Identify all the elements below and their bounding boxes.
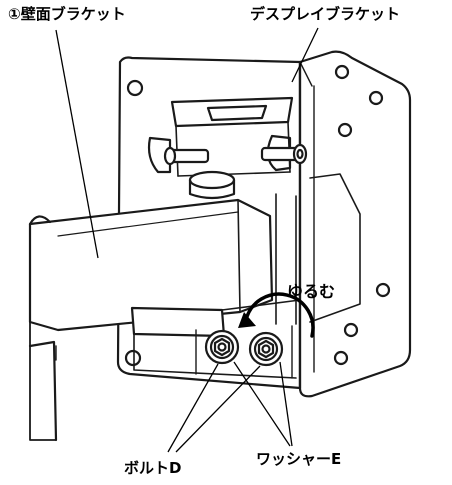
plate-hole (126, 79, 144, 97)
wall-bracket-label: ①壁面ブラケット (8, 5, 126, 23)
leader-lines (55, 27, 319, 453)
leader-washer-left (233, 361, 291, 447)
plate-hole (337, 122, 353, 138)
side-hooks (147, 134, 308, 174)
display-bracket-label: デスプレイブラケット (250, 5, 401, 23)
loosen-arrow (238, 292, 315, 338)
washer-e-label: ワッシャーE (256, 450, 342, 468)
plate-hole (375, 282, 391, 298)
wall-bracket-arm (28, 198, 274, 442)
plate-hole (334, 64, 350, 80)
bolt-d-left (204, 329, 240, 365)
leader-display-bracket (291, 27, 319, 83)
leader-bolt-left (167, 363, 219, 453)
plate-hole (124, 349, 142, 367)
leader-wall-bracket (55, 29, 99, 259)
bolt-d-label: ボルトD (124, 459, 182, 477)
plate-hole (343, 322, 359, 338)
plate-hole (368, 90, 384, 106)
plate-hole (333, 350, 349, 366)
plate-holes (124, 64, 391, 367)
bolt-d-right (248, 331, 284, 367)
loosen-label: ゆるむ (287, 282, 336, 301)
leader-washer-right (279, 361, 293, 447)
